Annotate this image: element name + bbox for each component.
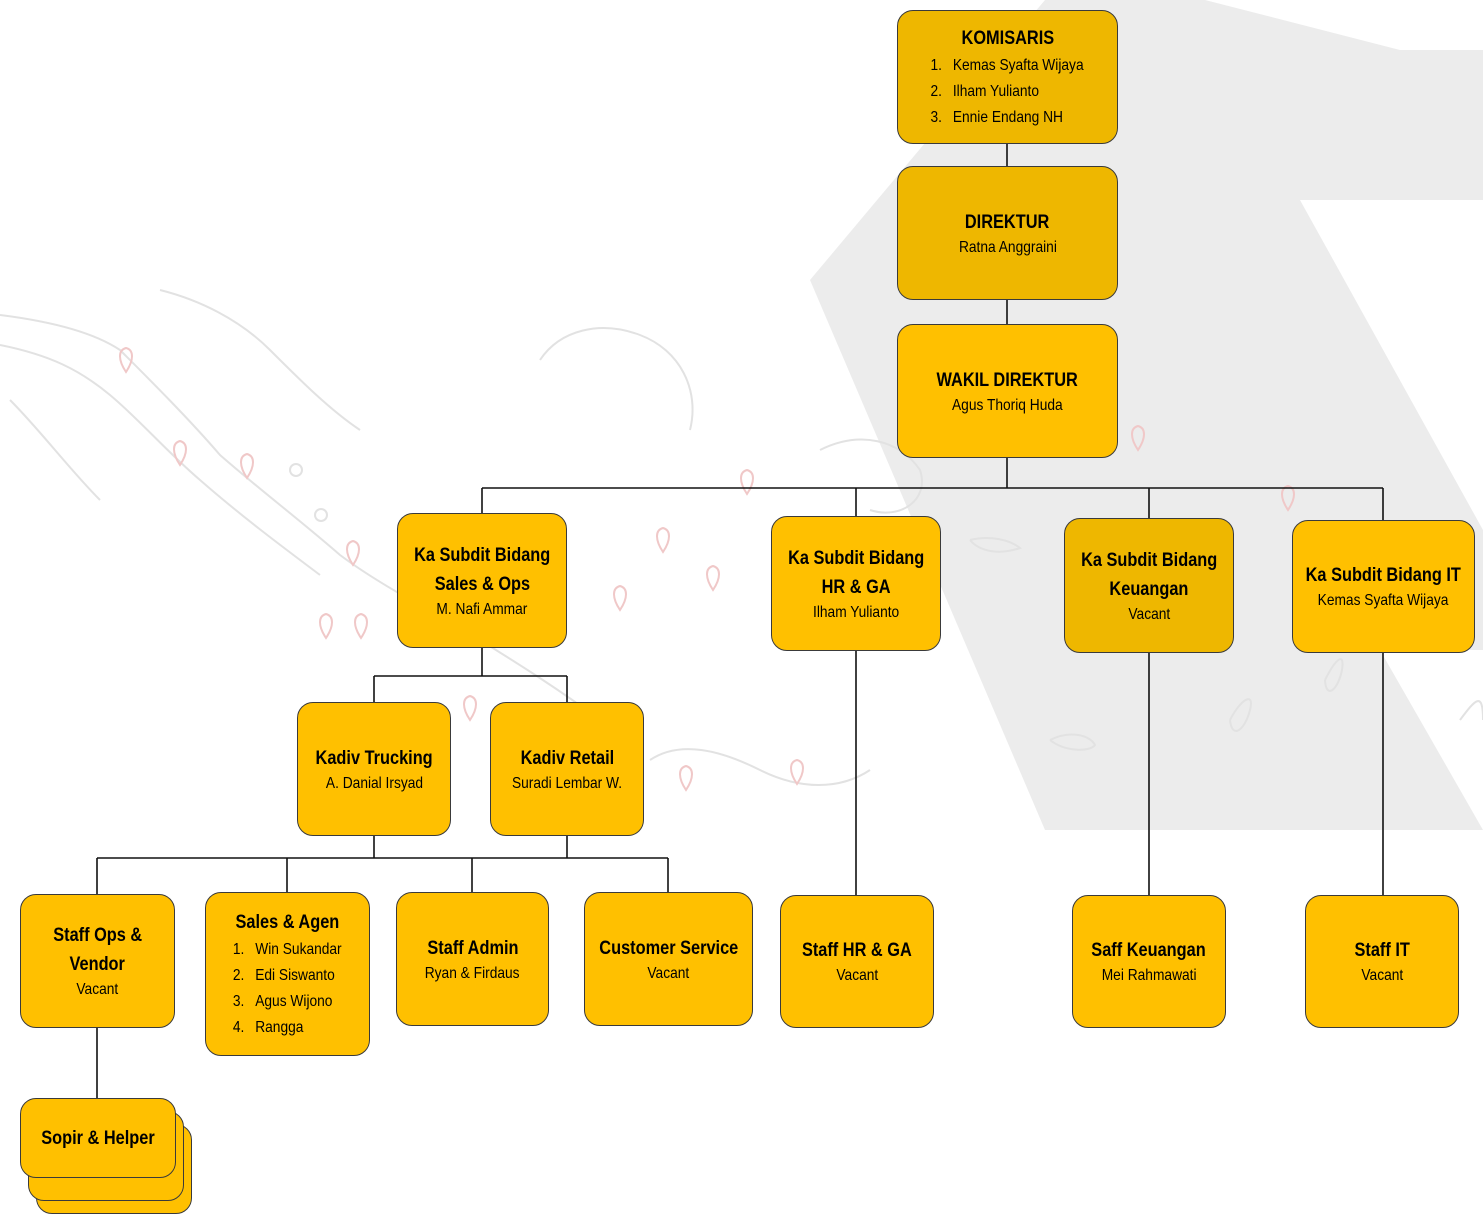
staff-it-title: Staff IT xyxy=(1354,940,1410,961)
staff-ops-box: Staff Ops & Vendor Vacant xyxy=(20,894,175,1028)
wakil-direktur-name: Agus Thoriq Huda xyxy=(952,396,1063,414)
staff-ops-name: Vacant xyxy=(76,981,119,998)
direktur-title: DIREKTUR xyxy=(965,211,1050,233)
subdit-keuangan-box: Ka Subdit Bidang Keuangan Vacant xyxy=(1064,518,1234,653)
kadiv-retail-title: Kadiv Retail xyxy=(520,747,614,769)
subdit-it-name: Kemas Syafta Wijaya xyxy=(1318,592,1449,609)
subdit-keuangan-title-1: Ka Subdit Bidang xyxy=(1080,549,1218,571)
subdit-hr-title-1: Ka Subdit Bidang xyxy=(787,547,925,569)
komisaris-title: KOMISARIS xyxy=(961,27,1054,49)
staff-hr-name: Vacant xyxy=(836,967,878,984)
customer-service-name: Vacant xyxy=(647,964,690,982)
kadiv-trucking-box: Kadiv Trucking A. Danial Irsyad xyxy=(297,702,451,836)
sales-agen-member: 2.Edi Siswanto xyxy=(233,966,336,984)
komisaris-box: KOMISARIS 1.Kemas Syafta Wijaya 2.Ilham … xyxy=(897,10,1118,144)
sales-agen-members: 1.Win Sukandar 2.Edi Siswanto 3.Agus Wij… xyxy=(233,937,342,1041)
map-outline xyxy=(0,289,1483,786)
sales-agen-member: 1.Win Sukandar xyxy=(233,940,342,958)
staff-hr-box: Staff HR & GA Vacant xyxy=(780,895,934,1028)
kadiv-trucking-name: A. Danial Irsyad xyxy=(325,774,423,792)
kadiv-retail-box: Kadiv Retail Suradi Lembar W. xyxy=(490,702,644,836)
kadiv-trucking-title: Kadiv Trucking xyxy=(315,747,433,769)
subdit-hr-title-2: HR & GA xyxy=(821,576,891,598)
subdit-hr-box: Ka Subdit Bidang HR & GA Ilham Yulianto xyxy=(771,516,941,651)
staff-ops-title-1: Staff Ops & xyxy=(53,925,142,946)
staff-keuangan-name: Mei Rahmawati xyxy=(1101,967,1197,984)
direktur-name: Ratna Anggraini xyxy=(958,238,1057,256)
sales-agen-title: Sales & Agen xyxy=(235,911,340,933)
staff-keuangan-box: Saff Keuangan Mei Rahmawati xyxy=(1072,895,1226,1028)
subdit-sales-name: M. Nafi Ammar xyxy=(436,600,528,618)
staff-it-box: Staff IT Vacant xyxy=(1305,895,1459,1028)
sales-agen-member: 3.Agus Wijono xyxy=(233,992,333,1010)
subdit-sales-title-1: Ka Subdit Bidang xyxy=(413,544,551,566)
staff-admin-name: Ryan & Firdaus xyxy=(425,964,520,982)
subdit-sales-title-2: Sales & Ops xyxy=(434,573,530,595)
subdit-keuangan-name: Vacant xyxy=(1128,605,1170,623)
subdit-sales-box: Ka Subdit Bidang Sales & Ops M. Nafi Amm… xyxy=(397,513,567,648)
subdit-it-box: Ka Subdit Bidang IT Kemas Syafta Wijaya xyxy=(1292,520,1475,653)
sopir-helper-box: Sopir & Helper xyxy=(20,1098,176,1178)
staff-keuangan-title: Saff Keuangan xyxy=(1091,940,1207,961)
wakil-direktur-box: WAKIL DIREKTUR Agus Thoriq Huda xyxy=(897,324,1118,458)
sales-agen-box: Sales & Agen 1.Win Sukandar 2.Edi Siswan… xyxy=(205,892,370,1056)
subdit-it-title: Ka Subdit Bidang IT xyxy=(1305,565,1462,586)
staff-ops-title-2: Vendor xyxy=(69,954,126,975)
kadiv-retail-name: Suradi Lembar W. xyxy=(511,774,623,792)
komisaris-member: 2.Ilham Yulianto xyxy=(930,82,1040,100)
komisaris-members: 1.Kemas Syafta Wijaya 2.Ilham Yulianto 3… xyxy=(931,53,1084,131)
subdit-keuangan-title-2: Keuangan xyxy=(1109,578,1189,600)
sales-agen-member: 4.Rangga xyxy=(233,1018,304,1036)
staff-admin-box: Staff Admin Ryan & Firdaus xyxy=(396,892,549,1026)
staff-admin-title: Staff Admin xyxy=(426,937,519,959)
customer-service-box: Customer Service Vacant xyxy=(584,892,753,1026)
staff-hr-title: Staff HR & GA xyxy=(802,940,912,961)
direktur-box: DIREKTUR Ratna Anggraini xyxy=(897,166,1118,300)
wakil-direktur-title: WAKIL DIREKTUR xyxy=(936,369,1079,391)
map-pins xyxy=(119,346,1295,792)
komisaris-member: 1.Kemas Syafta Wijaya xyxy=(930,56,1085,74)
customer-service-title: Customer Service xyxy=(599,937,738,959)
komisaris-member: 3.Ennie Endang NH xyxy=(930,108,1064,126)
subdit-hr-name: Ilham Yulianto xyxy=(812,603,900,621)
sopir-helper-title: Sopir & Helper xyxy=(41,1127,155,1149)
staff-it-name: Vacant xyxy=(1361,967,1403,984)
